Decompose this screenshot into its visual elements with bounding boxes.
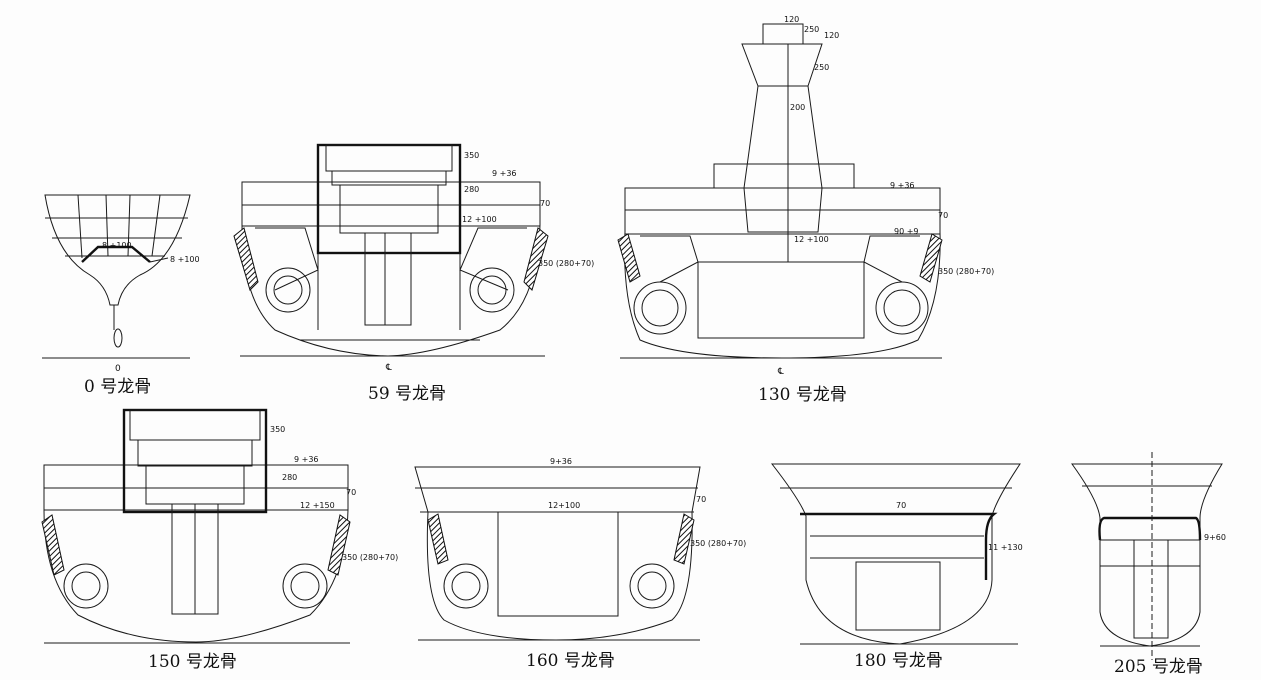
s130-symbol: ℄ xyxy=(777,367,784,377)
s130-label-4: 250 xyxy=(814,63,829,72)
s130-label-10: 350 (280+70) xyxy=(938,267,994,276)
s150-label-2: 9 +36 xyxy=(294,455,319,464)
section-59: 350 9 +36 280 70 12 +100 350 (280+70) ℄ … xyxy=(233,143,594,404)
s130-label-2: 250 xyxy=(804,25,819,34)
section-150: 350 9 +36 280 70 12 +150 350 (280+70) 15… xyxy=(41,408,398,672)
s130-label-9: 90 +9 xyxy=(894,227,919,236)
s205-label-1: 9+60 xyxy=(1204,533,1226,542)
s59-label-1: 350 xyxy=(464,151,479,160)
section-180: 70 11 +130 180 号龙骨 xyxy=(770,463,1023,671)
s59-label-2: 9 +36 xyxy=(492,169,517,178)
s160-label-3: 70 xyxy=(696,495,706,504)
s160-label-4: 350 (280+70) xyxy=(690,539,746,548)
s205-caption: 205 号龙骨 xyxy=(1114,657,1203,677)
s59-label-3: 280 xyxy=(464,185,479,194)
s150-label-3: 280 xyxy=(282,473,297,482)
s0-label-2: 8 +100 xyxy=(170,255,200,264)
s130-label-3: 120 xyxy=(824,31,839,40)
s150-label-4: 70 xyxy=(346,488,356,497)
s59-label-6: 350 (280+70) xyxy=(538,259,594,268)
s150-label-5: 12 +150 xyxy=(300,501,335,510)
s180-label-2: 11 +130 xyxy=(988,543,1023,552)
s59-label-5: 12 +100 xyxy=(462,215,497,224)
s130-label-7: 70 xyxy=(938,211,948,220)
s0-symbol: 0 xyxy=(115,364,121,374)
s59-symbol: ℄ xyxy=(385,363,392,373)
section-160: 9+36 12+100 70 350 (280+70) 160 号龙骨 xyxy=(414,457,746,671)
s0-caption: 0 号龙骨 xyxy=(84,377,151,397)
s150-caption: 150 号龙骨 xyxy=(148,652,237,672)
section-130: 120 250 120 250 200 9 +36 70 12 +100 90 … xyxy=(617,15,994,405)
s160-caption: 160 号龙骨 xyxy=(526,651,615,671)
s130-label-8: 12 +100 xyxy=(794,235,829,244)
section-205: 9+60 205 号龙骨 xyxy=(1071,452,1226,677)
s59-label-4: 70 xyxy=(540,199,550,208)
s59-caption: 59 号龙骨 xyxy=(368,384,446,404)
s130-caption: 130 号龙骨 xyxy=(758,385,847,405)
s130-label-6: 9 +36 xyxy=(890,181,915,190)
s160-label-2: 12+100 xyxy=(548,501,580,510)
s180-label-1: 70 xyxy=(896,501,906,510)
s0-label-1: 8 +100 xyxy=(102,241,132,250)
s180-caption: 180 号龙骨 xyxy=(854,651,943,671)
s160-label-1: 9+36 xyxy=(550,457,572,466)
section-0: 8 +100 8 +100 0 0 号龙骨 xyxy=(42,194,200,397)
s150-label-6: 350 (280+70) xyxy=(342,553,398,562)
s130-label-1: 120 xyxy=(784,15,799,24)
s130-label-5: 200 xyxy=(790,103,805,112)
s150-label-1: 350 xyxy=(270,425,285,434)
